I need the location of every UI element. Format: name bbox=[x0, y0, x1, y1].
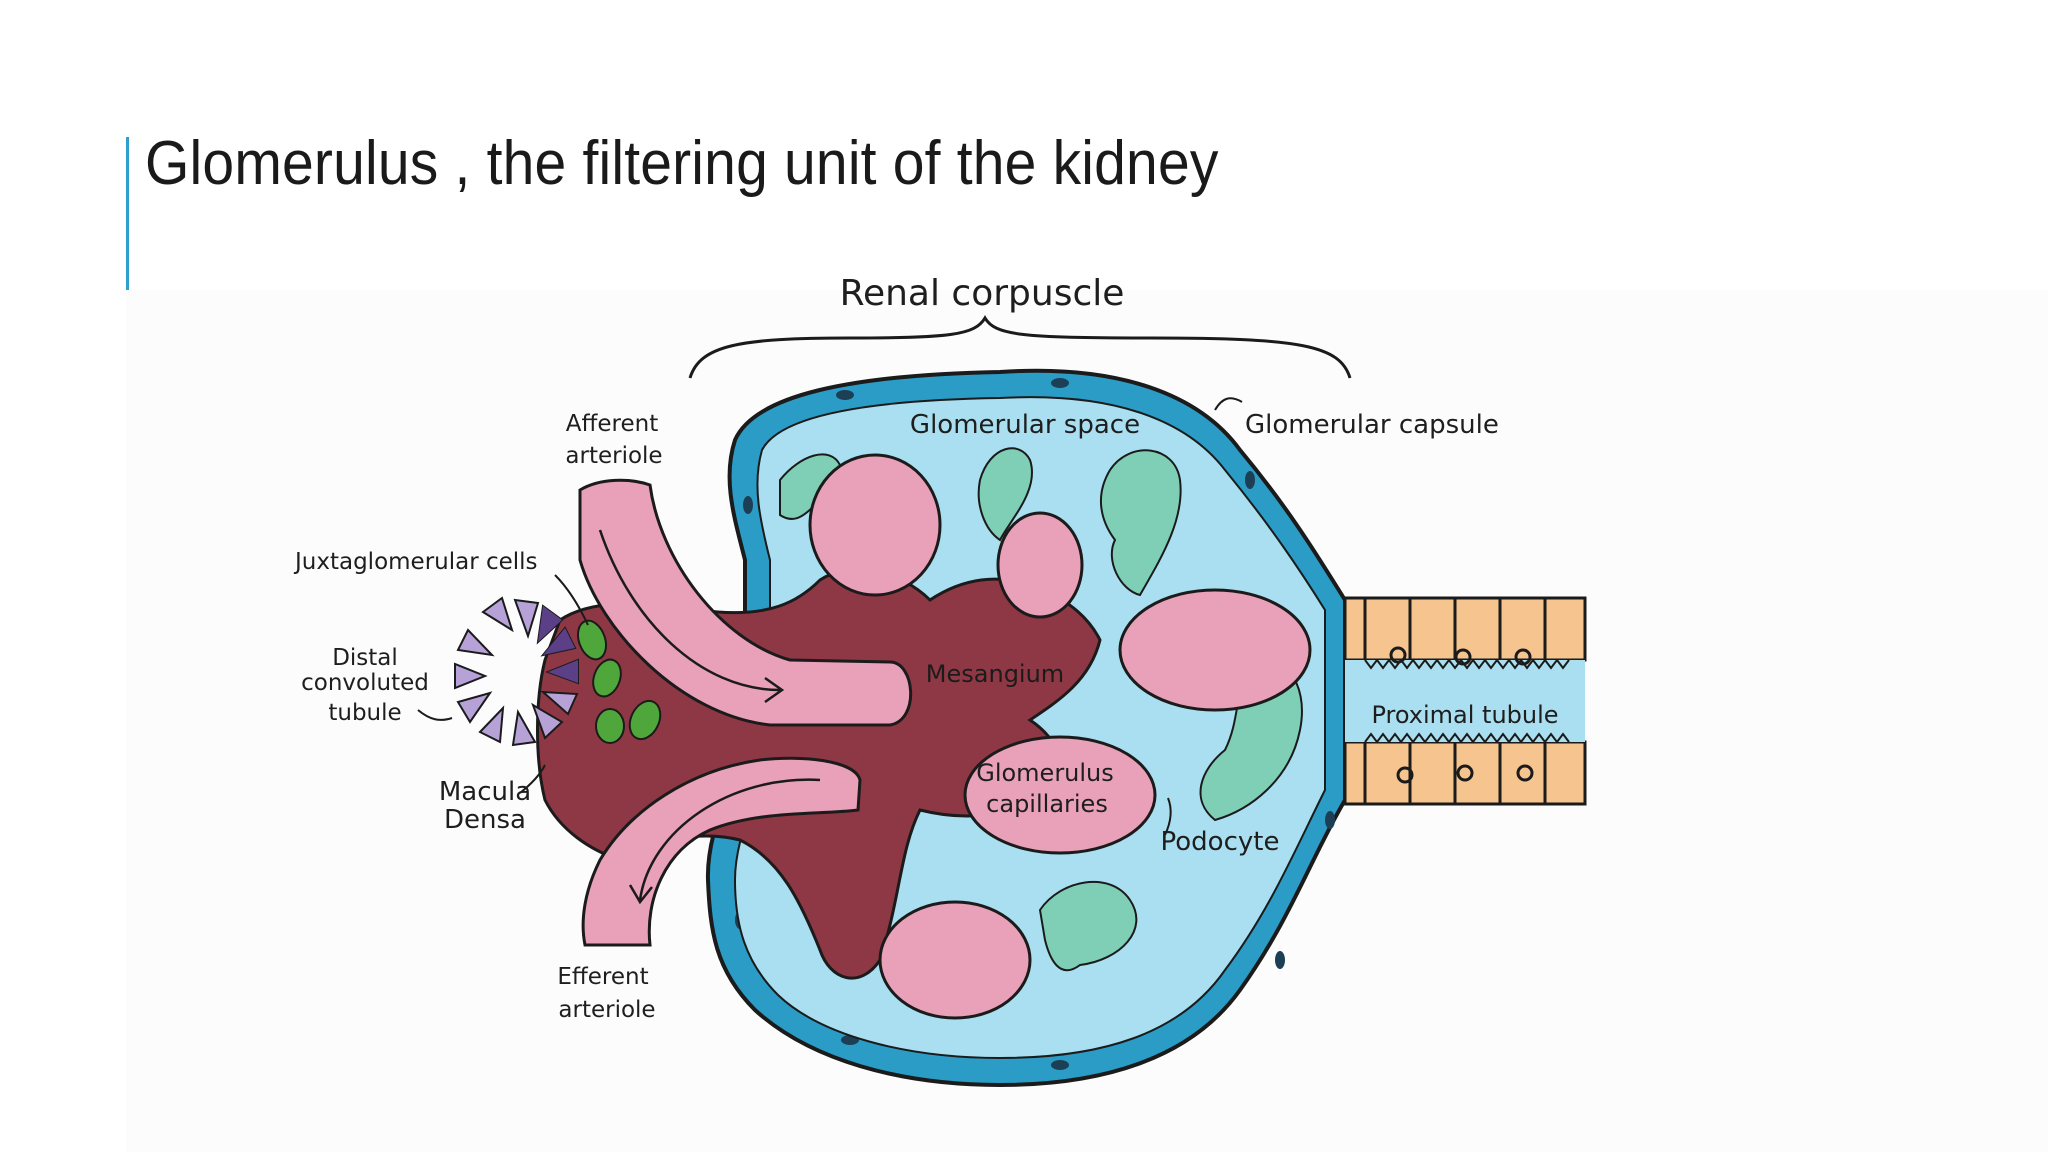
afferent-flow-arrow bbox=[598, 529, 785, 704]
label-glomerular-capsule: Glomerular capsule bbox=[1245, 410, 1499, 440]
tubule-nucleus bbox=[1454, 648, 1472, 666]
efferent-flow-arrow bbox=[628, 778, 821, 905]
macula-densa-cell bbox=[538, 606, 562, 642]
podocyte bbox=[977, 447, 1033, 542]
tubule-cell bbox=[531, 702, 564, 740]
capillary-loop bbox=[878, 900, 1032, 1020]
macula-densa-cell bbox=[548, 660, 578, 683]
capsule-nucleus bbox=[743, 496, 753, 514]
efferent-arteriole bbox=[581, 756, 862, 947]
label-juxtaglomerular-cells: Juxtaglomerular cells bbox=[293, 549, 538, 575]
capsule-nucleus bbox=[836, 390, 854, 400]
brush-border-lower bbox=[1364, 732, 1570, 744]
tubule-nucleus bbox=[1456, 764, 1474, 782]
leader-line-juxtaglomerular bbox=[554, 574, 589, 626]
glomerulus-capillaries bbox=[808, 453, 1312, 1020]
tubule-cell bbox=[454, 662, 488, 690]
capsule-nucleus bbox=[1275, 951, 1285, 969]
capsule-nucleus bbox=[1051, 378, 1069, 388]
label-capillaries-line1: Glomerulus bbox=[976, 759, 1114, 787]
macula-densa-cells bbox=[538, 606, 578, 683]
juxtaglomerular-cell bbox=[592, 658, 622, 698]
juxtaglomerular-cell bbox=[628, 699, 662, 741]
tubule-nucleus bbox=[1514, 648, 1532, 666]
tubule-cell bbox=[456, 628, 495, 657]
tubule-cell bbox=[456, 691, 493, 724]
proximal-tubule-lumen bbox=[1345, 660, 1585, 742]
leader-line-glomerular-capsule bbox=[1214, 397, 1243, 411]
label-proximal-tubule: Proximal tubule bbox=[1371, 701, 1558, 729]
renal-corpuscle-brace bbox=[688, 315, 1352, 379]
podocyte bbox=[1099, 449, 1182, 597]
label-distal-line1: Distal bbox=[332, 645, 398, 671]
label-efferent-arteriole-line1: Efferent bbox=[557, 964, 648, 990]
capsule-nuclei bbox=[735, 378, 1335, 1070]
tubule-cell bbox=[540, 690, 579, 716]
macula-densa-cell bbox=[543, 628, 575, 655]
proximal-tubule-lower-wall bbox=[1343, 740, 1587, 806]
podocyte bbox=[1038, 880, 1138, 972]
capillary-loop bbox=[808, 453, 942, 597]
podocytes bbox=[779, 447, 1303, 972]
capsule-nucleus bbox=[1325, 811, 1335, 829]
tubule-nucleus bbox=[1516, 764, 1534, 782]
proximal-tubule bbox=[1343, 596, 1587, 806]
capillary-loop bbox=[963, 735, 1157, 855]
title-accent-bar bbox=[126, 137, 129, 292]
label-mesangium: Mesangium bbox=[926, 660, 1064, 688]
tubule-cell bbox=[511, 708, 537, 747]
label-distal-line3: tubule bbox=[328, 700, 401, 726]
leader-line-distal-tubule bbox=[417, 709, 453, 721]
tubule-nucleus bbox=[1396, 766, 1414, 784]
label-renal-corpuscle: Renal corpuscle bbox=[840, 273, 1125, 314]
capillary-loop bbox=[996, 511, 1084, 619]
label-afferent-arteriole-line1: Afferent bbox=[566, 411, 658, 437]
label-capillaries-line2: capillaries bbox=[986, 790, 1108, 818]
tubule-cell bbox=[481, 596, 514, 633]
label-afferent-arteriole-line2: arteriole bbox=[565, 443, 662, 469]
tubule-nucleus bbox=[1389, 646, 1407, 664]
leader-line-macula-densa bbox=[519, 764, 546, 794]
slide-title: Glomerulus , the filtering unit of the k… bbox=[145, 129, 1219, 198]
label-macula-line1: Macula bbox=[439, 777, 531, 807]
capillary-loop bbox=[1118, 588, 1312, 712]
leader-line-podocyte bbox=[1164, 797, 1172, 836]
tubule-cell bbox=[478, 705, 505, 744]
podocyte bbox=[1199, 657, 1303, 822]
label-glomerular-space: Glomerular space bbox=[910, 410, 1140, 440]
capsule-nucleus bbox=[1051, 1060, 1069, 1070]
label-podocyte: Podocyte bbox=[1161, 827, 1280, 857]
capsule-nucleus bbox=[1245, 471, 1255, 489]
label-efferent-arteriole-line2: arteriole bbox=[558, 997, 655, 1023]
juxtaglomerular-cell bbox=[595, 708, 625, 744]
juxtaglomerular-cells bbox=[576, 619, 662, 744]
afferent-arteriole bbox=[578, 478, 913, 727]
diagram-labels: Renal corpuscle Glomerular space Glomeru… bbox=[293, 273, 1559, 1023]
label-macula-line2: Densa bbox=[444, 805, 526, 835]
tubule-cell bbox=[513, 598, 540, 640]
proximal-tubule-cell-borders bbox=[1363, 598, 1547, 804]
label-distal-line2: convoluted bbox=[301, 670, 429, 696]
